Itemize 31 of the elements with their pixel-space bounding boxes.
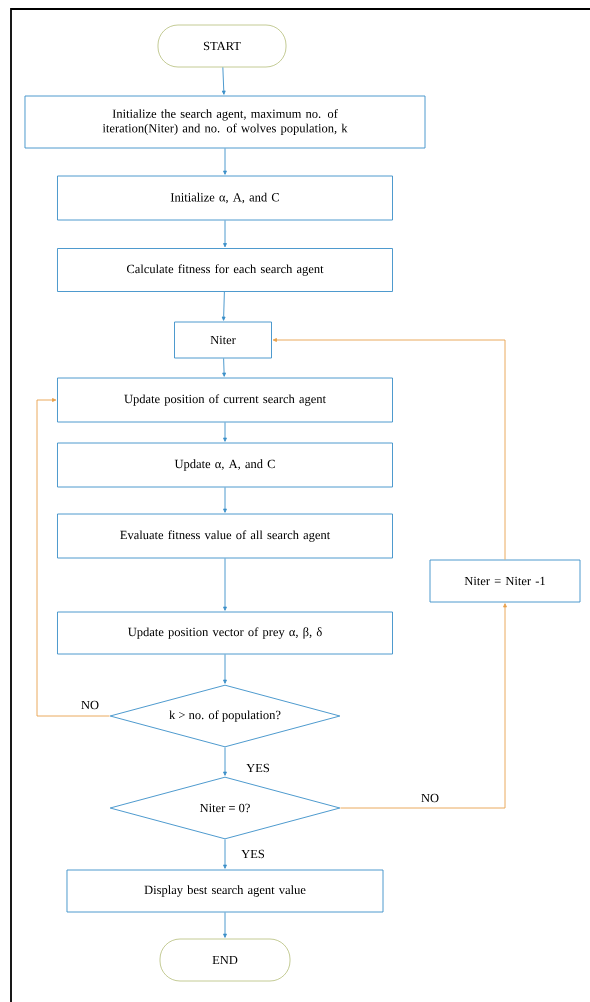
edge-label: NO xyxy=(79,699,101,711)
arrow xyxy=(223,558,227,611)
arrow xyxy=(223,220,227,248)
process-box: Evaluate fitness value of all search agent xyxy=(57,513,393,559)
process-box: Update α, A, and C xyxy=(57,442,393,488)
arrow xyxy=(223,654,227,684)
process-box: Initialize α, A, and C xyxy=(57,175,393,221)
process-box: Calculate fitness for each search agent xyxy=(57,248,393,292)
process-box: Niter = Niter -1 xyxy=(429,559,581,603)
arrow xyxy=(223,148,227,175)
arrow xyxy=(221,66,226,95)
arrow xyxy=(272,338,506,560)
arrow xyxy=(223,912,227,938)
process-box: Update position vector of prey α, β, δ xyxy=(57,611,393,655)
process-box: Initialize the search agent, maximum no. of iteration(Niter) and no. of wolves population, k xyxy=(24,95,426,149)
edge-label: YES xyxy=(240,848,266,860)
process-box: Display best search agent value xyxy=(66,869,384,913)
arrow xyxy=(223,839,227,869)
arrow xyxy=(222,358,226,377)
terminal-node: END xyxy=(159,938,291,982)
arrow xyxy=(223,487,227,513)
arrow xyxy=(223,747,227,776)
terminal-node: START xyxy=(157,24,287,68)
arrow xyxy=(36,398,110,717)
edge-label: YES xyxy=(245,762,271,774)
arrow xyxy=(221,291,226,321)
edge-label: NO xyxy=(420,792,441,804)
arrow xyxy=(340,603,507,809)
arrow xyxy=(223,422,227,442)
process-box: Niter xyxy=(174,321,272,359)
process-box: Update position of current search agent xyxy=(57,377,393,423)
